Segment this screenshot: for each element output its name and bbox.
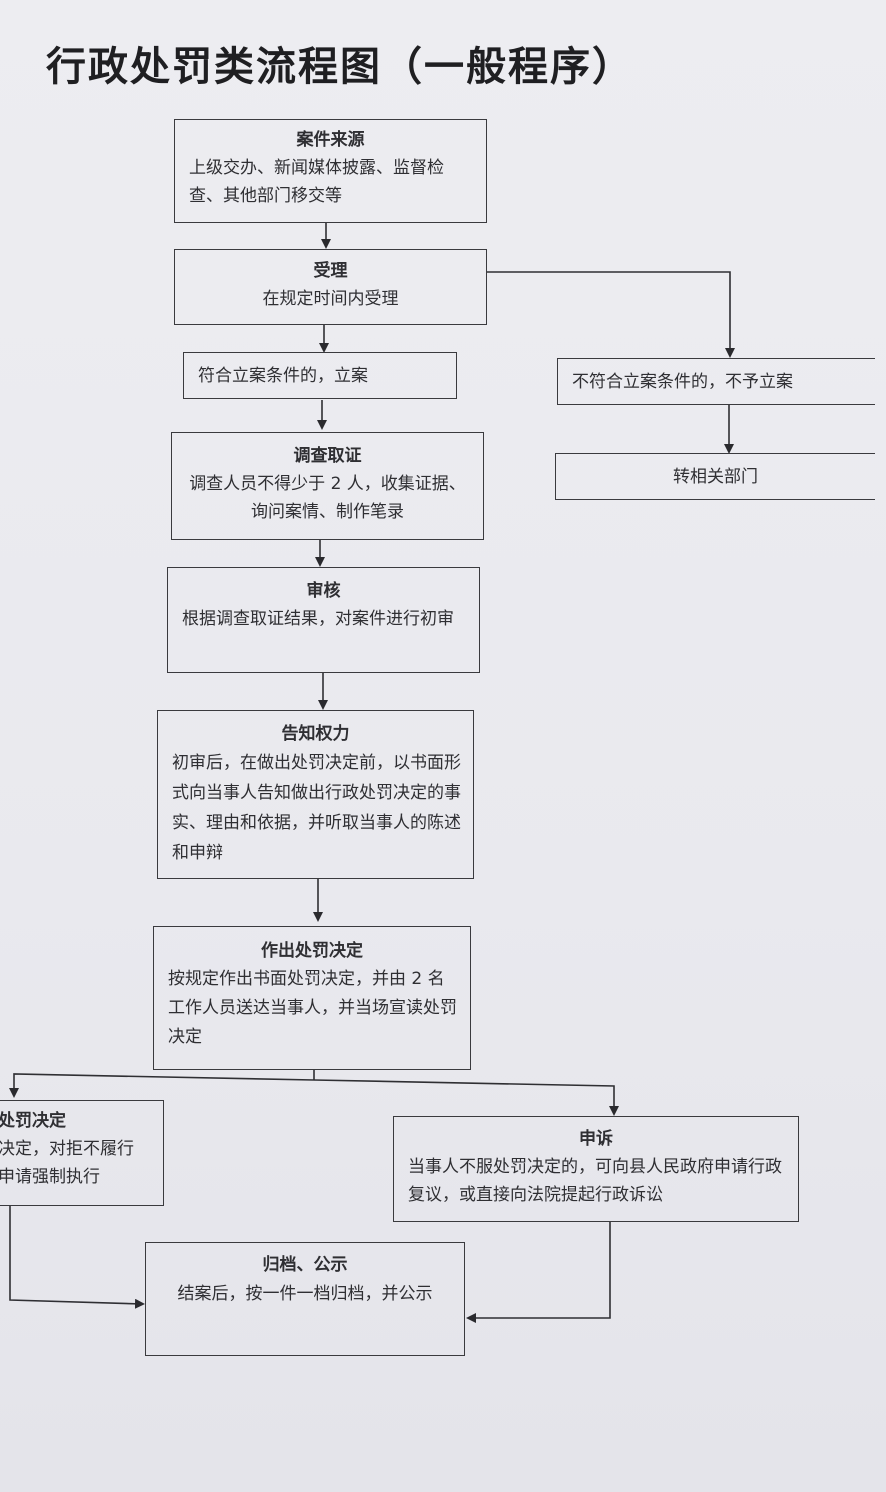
- arrow-accept-notfile: [487, 271, 735, 358]
- node-investigate-body: 调查人员不得少于 2 人，收集证据、询问案情、制作笔录: [189, 474, 466, 522]
- node-execute-decision-body-line1: 决定，对拒不履行: [0, 1139, 134, 1159]
- node-transfer: 转相关部门: [555, 453, 875, 500]
- node-case-source-body: 上级交办、新闻媒体披露、监督检查、其他部门移交等: [189, 158, 444, 206]
- node-appeal-title: 申诉: [579, 1129, 613, 1149]
- node-penalty-decision-title: 作出处罚决定: [261, 941, 363, 961]
- arrow-appeal-archive: [466, 1222, 611, 1323]
- arrow-execute-archive: [9, 1206, 145, 1309]
- node-archive-body: 结案后，按一件一档归档，并公示: [177, 1284, 433, 1304]
- node-transfer-body: 转相关部门: [673, 466, 758, 487]
- node-notify-rights-title: 告知权力: [281, 724, 350, 744]
- node-archive: 归档、公示 结案后，按一件一档归档，并公示: [145, 1242, 465, 1356]
- page-title: 行政处罚类流程图（一般程序）: [46, 44, 634, 90]
- node-execute-decision: 处罚决定 决定，对拒不履行 申请强制执行: [0, 1100, 164, 1206]
- node-accept-title: 受理: [313, 261, 348, 281]
- node-investigate: 调查取证 调查人员不得少于 2 人，收集证据、询问案情、制作笔录: [171, 432, 484, 540]
- arrow-split-appeal: [313, 1079, 619, 1116]
- node-not-file-case: 不符合立案条件的，不予立案: [557, 358, 875, 405]
- node-penalty-decision-body: 按规定作出书面处罚决定，并由 2 名工作人员送达当事人，并当场宣读处罚决定: [168, 969, 457, 1047]
- node-file-case: 符合立案条件的，立案: [183, 352, 457, 399]
- node-review-title: 审核: [306, 581, 341, 601]
- node-notify-rights: 告知权力 初审后，在做出处罚决定前，以书面形式向当事人告知做出行政处罚决定的事实…: [157, 710, 474, 879]
- node-not-file-case-body: 不符合立案条件的，不予立案: [572, 371, 793, 392]
- node-review: 审核 根据调查取证结果，对案件进行初审: [167, 567, 480, 673]
- node-accept: 受理 在规定时间内受理: [174, 249, 487, 325]
- arrow-split-execute: [9, 1073, 315, 1098]
- node-accept-body: 在规定时间内受理: [262, 289, 399, 309]
- node-case-source-title: 案件来源: [296, 130, 365, 150]
- node-archive-title: 归档、公示: [262, 1255, 348, 1275]
- node-appeal-body: 当事人不服处罚决定的，可向县人民政府申请行政复议，或直接向法院提起行政诉讼: [408, 1157, 782, 1205]
- node-execute-decision-body-line2: 申请强制执行: [0, 1167, 100, 1187]
- node-case-source: 案件来源 上级交办、新闻媒体披露、监督检查、其他部门移交等: [174, 119, 487, 223]
- node-review-body: 根据调查取证结果，对案件进行初审: [182, 609, 454, 629]
- node-execute-decision-title: 处罚决定: [0, 1111, 66, 1131]
- node-investigate-title: 调查取证: [293, 446, 362, 466]
- node-penalty-decision: 作出处罚决定 按规定作出书面处罚决定，并由 2 名工作人员送达当事人，并当场宣读…: [153, 926, 471, 1070]
- node-appeal: 申诉 当事人不服处罚决定的，可向县人民政府申请行政复议，或直接向法院提起行政诉讼: [393, 1116, 799, 1222]
- node-file-case-body: 符合立案条件的，立案: [198, 365, 368, 386]
- node-notify-rights-body: 初审后，在做出处罚决定前，以书面形式向当事人告知做出行政处罚决定的事实、理由和依…: [172, 753, 461, 863]
